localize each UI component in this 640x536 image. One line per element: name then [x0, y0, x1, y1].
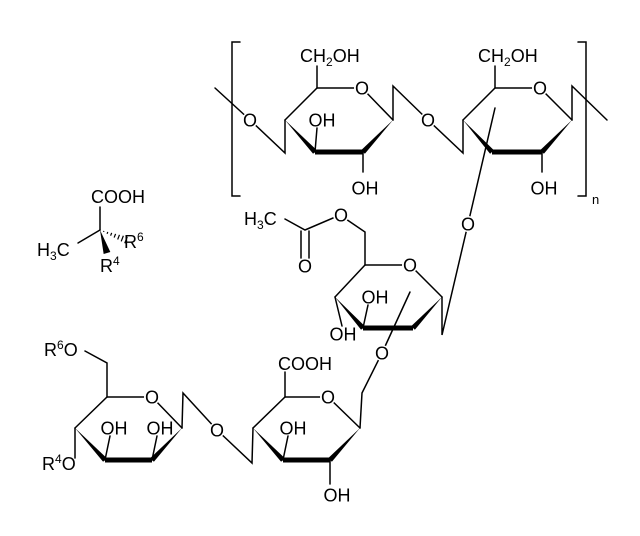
- ring5-ring-oxygen: O: [145, 388, 159, 408]
- ring5-ring-top: [74, 396, 183, 429]
- h3c-lactic-label: H3C: [37, 240, 70, 263]
- ring5-oh-c3: OH: [101, 419, 128, 439]
- ch2oh-label-ring2: CH2OH: [478, 46, 538, 69]
- ring3-wedge-right: [411, 297, 442, 330]
- ring5-ring-oxygen-mask: [144, 389, 160, 405]
- glycosidic-oxygen-1: O: [243, 111, 257, 131]
- ring4-oh-bond: [282, 435, 289, 461]
- ring3-c1-link: [441, 223, 469, 336]
- ring5-oh-bond: [104, 435, 111, 461]
- glycosidic-oxygen-1-mask: [242, 112, 258, 128]
- ch2oh-label-ring1: CH2OH: [300, 46, 360, 69]
- repeat-bracket-right: [577, 41, 587, 197]
- r6o-label: R6O: [44, 338, 78, 360]
- r4-label: R4: [100, 254, 120, 276]
- ring3-oh-bond: [362, 304, 369, 329]
- ring1-ring-top: [284, 87, 394, 121]
- ring3-oh2-bond: [334, 296, 343, 327]
- carbonyl-oxygen-mask: [297, 258, 313, 274]
- ring1-oh-c3: OH: [309, 111, 336, 131]
- r4o-label: R4O: [42, 452, 76, 474]
- ring1-oh-c2: OH: [352, 179, 379, 199]
- ring4-c1-link: [359, 352, 383, 429]
- ring3-ring-oxygen: O: [403, 256, 417, 276]
- ring2-wedge-left: [463, 120, 494, 154]
- ring1-oh-bond: [314, 127, 318, 153]
- ring2-ring-top: [462, 87, 573, 121]
- ester-oxygen-mask: [333, 207, 349, 223]
- ring5-wedge-left: [75, 428, 107, 462]
- cooh-uronic-label: COOH: [278, 354, 332, 374]
- ring2-c3-branch-bond: [467, 107, 496, 225]
- ring2-wedge-right: [540, 120, 572, 154]
- glycosidic-oxygen-2: O: [421, 111, 435, 131]
- glycosidic-oxygen-3: O: [461, 215, 475, 235]
- ring4-oh-c3: OH: [280, 419, 307, 439]
- ring4-ring-oxygen-mask: [320, 389, 336, 405]
- ring3-ring-top: [334, 264, 443, 298]
- ring1-c4-link: [249, 119, 286, 155]
- glycosidic-oxygen-4: O: [375, 344, 389, 364]
- ring4-wedge-left: [253, 428, 285, 462]
- r6-label: R6: [124, 230, 144, 252]
- glycosidic-oxygen-3-mask: [460, 216, 476, 232]
- ring2-ring-oxygen: O: [533, 79, 547, 99]
- lactic-ch3-bond: [77, 229, 101, 244]
- ring1-wedge-left: [285, 120, 317, 154]
- ring3-oh-c4: OH: [330, 325, 357, 345]
- ring1-wedge-right: [361, 120, 393, 154]
- glycosidic-oxygen-2-mask: [420, 112, 436, 128]
- glycosidic-oxygen-4-mask: [374, 345, 390, 361]
- lactic-hashed-r6-bond: [102, 230, 128, 244]
- ring4-oh-c2: OH: [324, 486, 351, 506]
- carbonyl-oxygen: O: [298, 257, 312, 277]
- ring3-oh-c3: OH: [362, 288, 389, 308]
- ring3-wedge-left: [335, 297, 365, 330]
- ring3-ring-oxygen-mask: [402, 257, 418, 273]
- ring1-ring-oxygen: O: [355, 79, 369, 99]
- h3c-acetyl-label: H3C: [244, 209, 277, 232]
- ring4-wedge-right: [328, 428, 360, 462]
- repeat-count-n: n: [592, 192, 599, 207]
- cooh-lactic-label: COOH: [91, 187, 145, 207]
- lactic-wedge-r4-bond: [100, 230, 111, 255]
- ring2-ring-oxygen-mask: [532, 80, 548, 96]
- atom-labels: n CH2OH CH2OH H3C H3C COOH COOH R6 R4 R6…: [37, 41, 599, 506]
- ring4-ring-oxygen: O: [321, 388, 335, 408]
- glycosidic-oxygen-5: O: [210, 421, 224, 441]
- glycosidic-oxygen-5-mask: [209, 422, 225, 438]
- ring2-oh-c2: OH: [531, 179, 558, 199]
- ring1-ring-oxygen-mask: [354, 80, 370, 96]
- ring5-wedge-right: [150, 428, 182, 462]
- ring4-ring-top: [252, 396, 361, 429]
- ring3-c2-link: [381, 291, 411, 354]
- ring1-c1-link: [392, 84, 429, 121]
- ring5-oh-c2: OH: [147, 419, 174, 439]
- ring5-ch2-bond: [84, 350, 108, 398]
- ester-oxygen: O: [334, 206, 348, 226]
- ring2-c4-link: [427, 119, 464, 155]
- chain-bond-right: [571, 84, 608, 121]
- repeat-bracket-left: [231, 41, 241, 197]
